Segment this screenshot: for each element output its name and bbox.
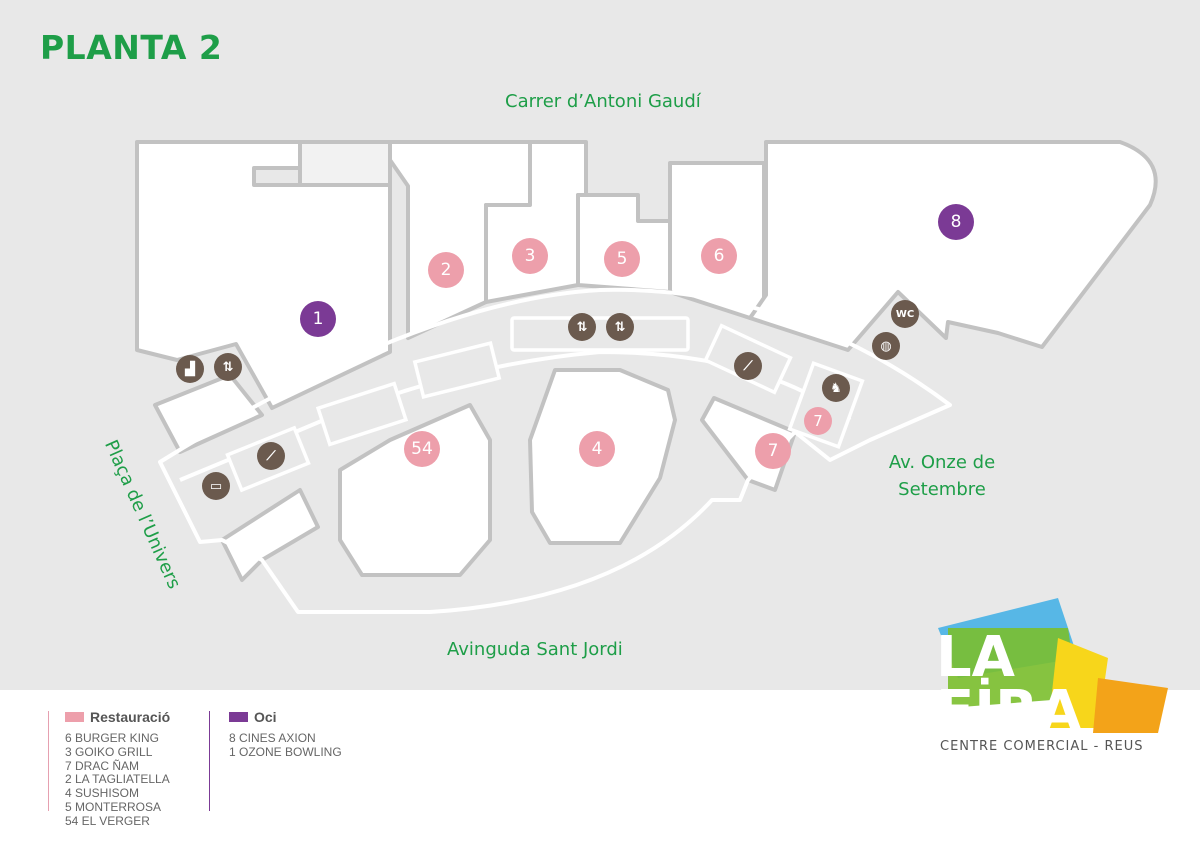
legend-item: 54 EL VERGER: [65, 813, 150, 828]
legend-item: 8 CINES AXION: [229, 731, 316, 745]
store-unit-54: [338, 403, 492, 577]
kiosk: [510, 316, 690, 352]
legend-oci-title: Oci: [254, 709, 277, 725]
store-marker-6[interactable]: 6: [701, 238, 737, 274]
store-marker-2[interactable]: 2: [428, 252, 464, 288]
escalator-icon: ⟋: [257, 442, 285, 470]
swatch-restauracio: [65, 712, 84, 722]
baby-changing-icon: ◍: [872, 332, 900, 360]
legend-restauracio-title: Restauració: [90, 709, 171, 725]
rest-area-icon: ▭: [202, 472, 230, 500]
street-label-bottom: Avinguda Sant Jordi: [447, 639, 623, 660]
legend-item: 7 DRAC ÑAM: [65, 758, 140, 773]
escalator-icon: ⟋: [734, 352, 762, 380]
page-title: PLANTA 2: [40, 28, 223, 67]
logo-line2: FİRA: [936, 679, 1082, 744]
store-marker-7[interactable]: 7: [755, 433, 791, 469]
store-marker-1[interactable]: 1: [300, 301, 336, 337]
store-marker-3[interactable]: 3: [512, 238, 548, 274]
logo-shape-orange: [1093, 678, 1168, 733]
corridor-outline: [158, 287, 952, 614]
legend-item: 3 GOIKO GRILL: [65, 744, 153, 759]
stairs-icon: ▟: [176, 355, 204, 383]
kiosk: [315, 381, 409, 447]
corridor-top-left: [298, 140, 392, 187]
elevator-icon: ⇅: [606, 313, 634, 341]
logo-line1: LA: [936, 625, 1016, 690]
elevator-icon: ⇅: [214, 353, 242, 381]
logo-shape-yellow: [1048, 638, 1108, 728]
store-unit-left-a: [153, 373, 264, 454]
store-marker-7[interactable]: 7: [804, 407, 832, 435]
store-marker-5[interactable]: 5: [604, 241, 640, 277]
street-label-right-line2: Setembre: [898, 479, 986, 500]
legend-item: 1 OZONE BOWLING: [229, 744, 342, 759]
legend-item: 5 MONTERROSA: [65, 799, 162, 814]
legend-item: 2 LA TAGLIATELLA: [65, 772, 170, 787]
legend-item: 6 BURGER KING: [65, 731, 160, 745]
street-label-right-line1: Av. Onze de: [888, 452, 996, 473]
elevator-icon: ⇅: [568, 313, 596, 341]
floor-map: PLANTA 2 Carrer d’Antoni Gaudí Avinguda …: [0, 0, 1200, 690]
store-marker-4[interactable]: 4: [579, 431, 615, 467]
legend-item: 4 SUSHISOM: [65, 786, 140, 801]
logo-subtitle: CENTRE COMERCIAL - REUS: [940, 739, 1143, 754]
logo-shape-green: [948, 628, 1078, 708]
swatch-oci: [229, 712, 248, 722]
store-marker-54[interactable]: 54: [404, 431, 440, 467]
street-label-top: Carrer d’Antoni Gaudí: [505, 91, 701, 112]
kids-ride-icon: ♞: [822, 374, 850, 402]
street-label-right: Av. Onze de Setembre: [872, 449, 1012, 503]
la-fira-logo: LA FİRA CENTRE COMERCIAL - REUS: [936, 598, 1168, 754]
store-marker-8[interactable]: 8: [938, 204, 974, 240]
wc-icon: WC: [891, 300, 919, 328]
store-unit-8: [748, 140, 1158, 352]
store-unit-left-b: [220, 488, 320, 582]
kiosk: [787, 360, 865, 450]
kiosk: [412, 340, 502, 400]
